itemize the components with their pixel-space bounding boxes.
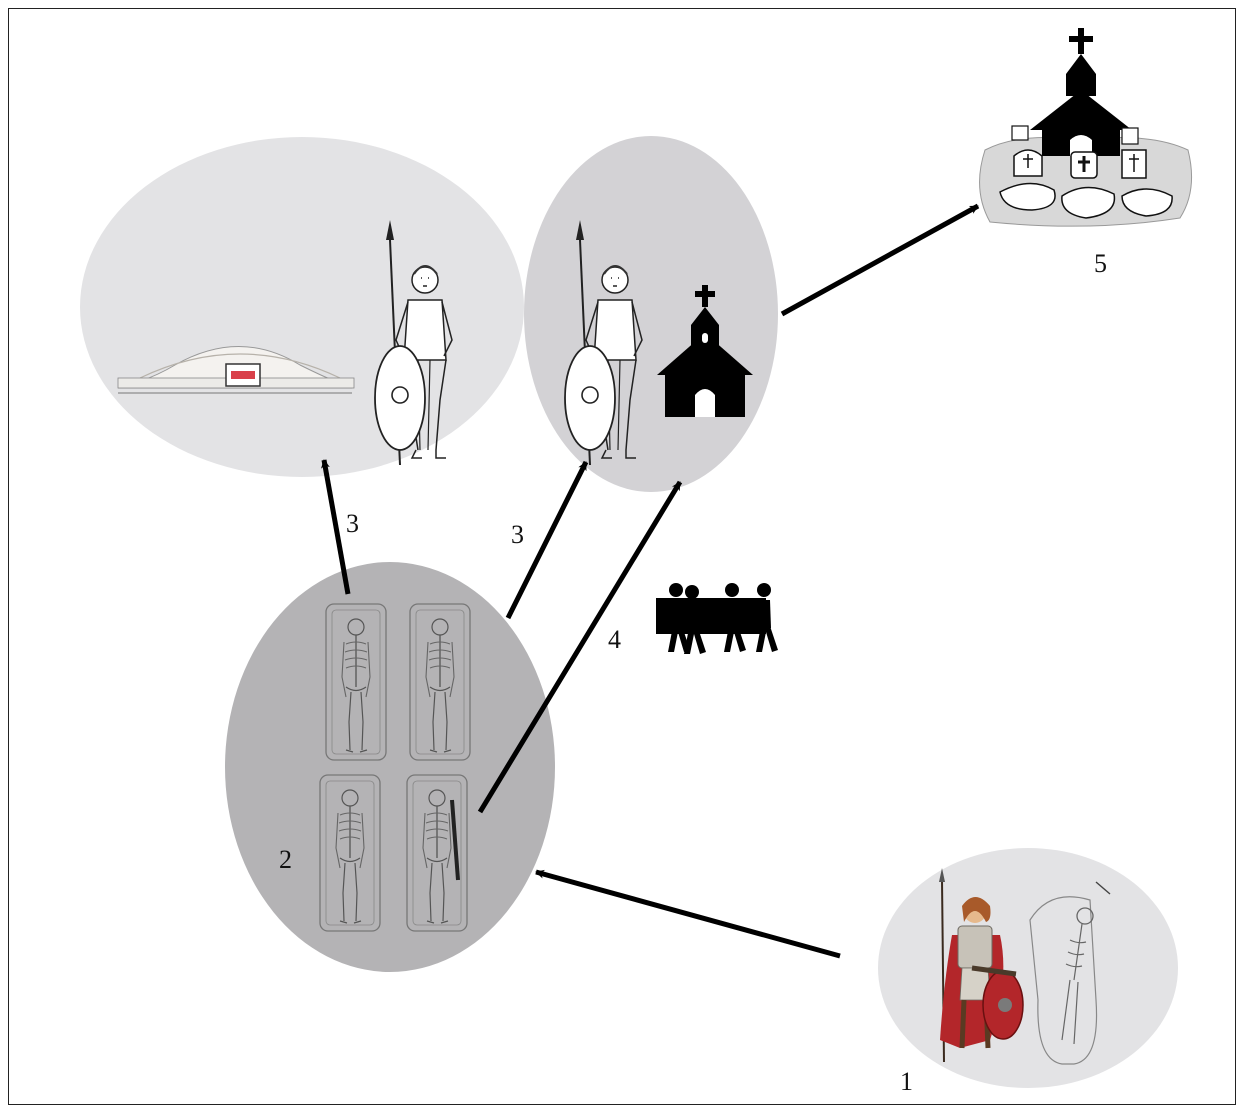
arrow-label-3-left: 3: [346, 509, 359, 538]
stage-3-mound-ellipse: [80, 137, 524, 477]
pallbearers-icon: [656, 583, 778, 654]
arrow-2-to-church-transfer: [477, 480, 683, 814]
stage-5-label: 5: [1094, 249, 1107, 278]
arrow-1-to-2: [535, 869, 841, 959]
stage-2-ellipse: [225, 562, 555, 972]
arrow-church-to-churchyard: [780, 203, 980, 317]
arrow-2-to-church: [505, 460, 589, 620]
skeleton-grave-icon-stage1: [1029, 881, 1111, 1065]
stage-3-church-ellipse: [524, 136, 778, 492]
churchyard-icon: [979, 28, 1193, 227]
arrow-label-3-mid: 3: [511, 520, 524, 549]
stage-1-label: 1: [900, 1067, 913, 1096]
stage-1-ellipse: [878, 848, 1178, 1088]
arrow-label-4: 4: [608, 625, 621, 654]
roman-soldier-icon: [939, 868, 1024, 1063]
burial-mound-icon: [117, 346, 355, 394]
arrow-2-to-mound: [320, 459, 351, 595]
stage-2-label: 2: [279, 845, 292, 874]
skeleton-grave-icon: [319, 603, 471, 932]
